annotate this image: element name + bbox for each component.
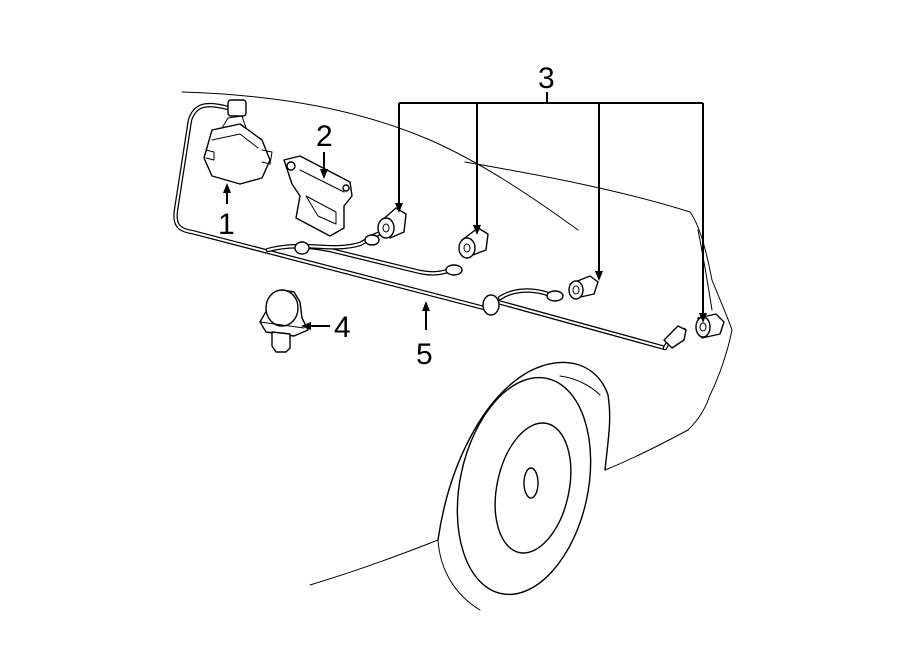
sensor-retainer <box>259 289 309 353</box>
vehicle-body-outline <box>181 91 733 586</box>
callout-1: 1 <box>218 208 235 241</box>
mounting-bracket <box>283 155 353 237</box>
callout-3: 3 <box>538 62 555 95</box>
parking-sensor-1 <box>377 207 407 239</box>
callout-2: 2 <box>316 120 333 153</box>
parking-sensor-4 <box>695 313 725 339</box>
callout-leaders <box>223 92 707 330</box>
parking-sensor-3 <box>568 275 599 300</box>
parking-sensor-2 <box>458 227 489 259</box>
control-module <box>203 115 273 185</box>
rear-wheel <box>437 361 611 611</box>
wiring-harness <box>173 99 687 351</box>
callout-4: 4 <box>334 311 351 344</box>
callout-5: 5 <box>416 338 433 371</box>
